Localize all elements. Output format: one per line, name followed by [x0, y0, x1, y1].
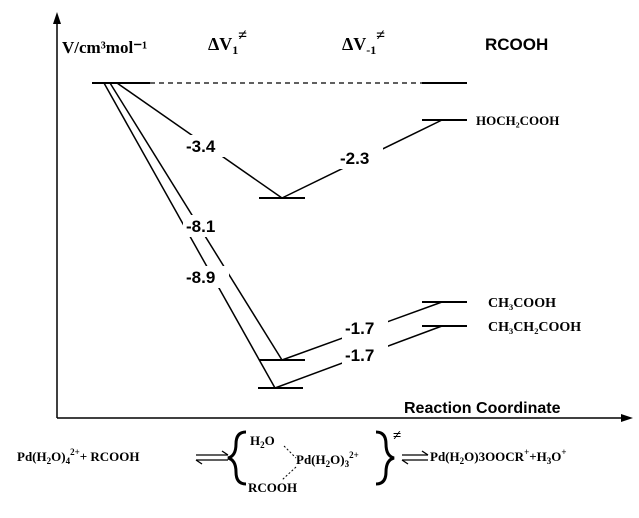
acid-label-acetic: CH₃COOH [488, 296, 556, 311]
value-vm1-propionic: -1.7 [345, 346, 374, 365]
equation-products: Pd(H2O)3OOCR++H3O+ [430, 447, 567, 466]
ts-dashed-bond-lower [281, 466, 297, 481]
col-dv1-label: ΔV1≠ [208, 27, 247, 57]
reaction-equation: Pd(H2O)42++ RCOOH H2O Pd(H2O)32+ RCOOH ≠ [17, 428, 567, 495]
ts-pd-complex: Pd(H2O)32+ [296, 450, 359, 469]
equation-reactant: Pd(H2O)42++ RCOOH [17, 447, 140, 466]
value-vm1-acetic: -1.7 [345, 319, 374, 338]
col-dvm1-label: ΔV-1≠ [342, 27, 385, 57]
equilibrium-arrow-1 [195, 450, 229, 465]
acid-label-propionic: CH₃CH₂COOH [488, 320, 581, 335]
x-axis-arrow [621, 414, 633, 422]
value-vm1-glycolic: -2.3 [340, 149, 369, 168]
transition-state-right-brace [375, 430, 395, 486]
value-v1-glycolic: -3.4 [186, 137, 216, 156]
acid-label-glycolic: HOCH₂COOH [476, 113, 559, 128]
y-axis-arrow [53, 12, 61, 24]
equilibrium-arrow-2 [401, 450, 429, 465]
value-v1-acetic: -8.1 [186, 217, 215, 236]
ts-rcooh: RCOOH [248, 480, 297, 495]
col-acid-label: RCOOH [485, 35, 548, 54]
y-axis-label: V/cm³mol⁻¹ [62, 38, 147, 57]
value-v1-propionic: -8.9 [186, 268, 215, 287]
x-axis-label: Reaction Coordinate [404, 400, 561, 417]
ts-dashed-bond-upper [283, 445, 297, 459]
transition-state-left-brace [227, 430, 247, 486]
ts-double-dagger: ≠ [393, 428, 401, 444]
ts-h2o: H2O [250, 433, 275, 450]
